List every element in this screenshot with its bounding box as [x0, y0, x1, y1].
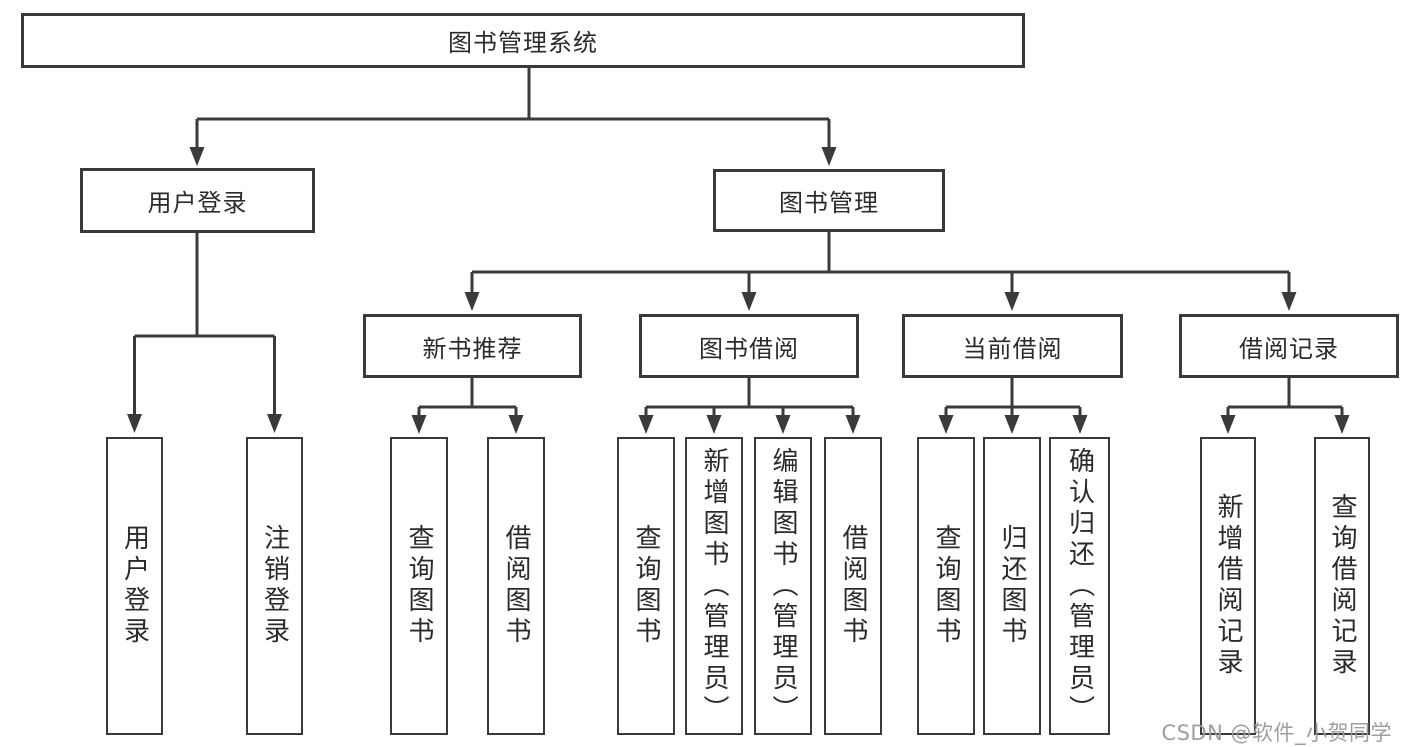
connector-borrow-record-branch: [1220, 378, 1350, 434]
connector-new-book-branch: [411, 378, 524, 434]
leaf-newbook-borrow-books: 借阅图书: [487, 437, 545, 735]
node-new-book-recommend: 新书推荐: [363, 314, 582, 378]
leaf-newbook-query-books: 查询图书: [390, 437, 448, 735]
node-root-label: 图书管理系统: [448, 29, 598, 57]
connector-book-borrow-branch: [638, 378, 861, 434]
connector-current-borrow-branch: [938, 378, 1088, 434]
leaf-current-confirm-return-admin: 确认归还（管理员）: [1049, 437, 1110, 735]
connector-root-to-level2: [189, 68, 837, 166]
node-new-book-recommend-label: 新书推荐: [422, 334, 523, 363]
node-borrow-record: 借阅记录: [1179, 314, 1399, 378]
leaf-borrow-query-books: 查询图书: [617, 437, 675, 735]
node-root: 图书管理系统: [21, 13, 1025, 68]
leaf-borrow-edit-books-admin: 编辑图书（管理员）: [754, 437, 812, 735]
leaf-record-query-borrow-record: 查询借阅记录: [1314, 437, 1370, 735]
node-book-borrow: 图书借阅: [639, 314, 859, 378]
leaf-current-query-books: 查询图书: [917, 437, 975, 735]
leaf-record-add-borrow-record: 新增借阅记录: [1200, 437, 1256, 735]
node-user-login-label: 用户登录: [147, 189, 248, 217]
leaf-borrow-add-books-admin: 新增图书（管理员）: [685, 437, 743, 735]
connector-user-login-branch: [127, 233, 282, 433]
node-user-login: 用户登录: [80, 168, 315, 233]
node-current-borrow: 当前借阅: [902, 314, 1123, 378]
csdn-watermark: CSDN @软件_小贺同学: [1161, 721, 1392, 745]
leaf-current-return-books: 归还图书: [983, 437, 1041, 735]
node-borrow-record-label: 借阅记录: [1239, 334, 1339, 363]
leaf-user-login: 用户登录: [106, 437, 163, 735]
node-book-management: 图书管理: [713, 169, 945, 232]
node-book-borrow-label: 图书借阅: [699, 334, 799, 363]
leaf-logout-login: 注销登录: [246, 437, 303, 735]
connector-book-management-branch: [464, 232, 1297, 311]
node-current-borrow-label: 当前借阅: [962, 334, 1063, 363]
leaf-borrow-borrow-books: 借阅图书: [824, 437, 882, 735]
node-book-management-label: 图书管理: [779, 189, 879, 217]
